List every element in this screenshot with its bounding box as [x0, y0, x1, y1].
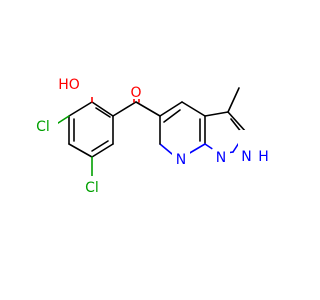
- nh-h: H: [258, 149, 269, 165]
- bond: [227, 87, 240, 113]
- pyridine-nitrogen-label: N: [176, 152, 186, 168]
- label-background: [78, 176, 106, 194]
- bond: [204, 111, 229, 117]
- bond: [227, 111, 247, 133]
- label-background: [238, 130, 274, 148]
- bond: [135, 101, 161, 117]
- bond: [159, 101, 183, 117]
- bond: [181, 101, 206, 117]
- chlorine-bottom-label: Cl: [85, 180, 99, 196]
- pyrazole-nh-label: N H: [241, 149, 268, 165]
- atom-labels: HO O Cl Cl N N N H: [32, 77, 274, 196]
- bond: [163, 109, 181, 123]
- label-background: [125, 81, 143, 99]
- bond: [91, 143, 114, 158]
- nh-n: N: [241, 149, 251, 165]
- carbonyl-oxygen-label: O: [130, 85, 141, 101]
- label-background: [212, 148, 230, 166]
- hydroxyl-label: HO: [58, 77, 80, 93]
- bond: [68, 101, 93, 117]
- bond: [91, 101, 114, 117]
- structure-diagram: HO O Cl Cl N N N H: [32, 77, 274, 196]
- label-background: [32, 118, 58, 136]
- label-background: [81, 79, 103, 97]
- label-background: [172, 150, 190, 168]
- bond: [112, 101, 137, 117]
- bond: [159, 143, 173, 155]
- pyrazole-nitrogen-label: N: [216, 150, 226, 166]
- chlorine-left-label: Cl: [36, 119, 50, 135]
- bond: [91, 140, 109, 152]
- bond: [187, 143, 206, 155]
- bond: [95, 107, 111, 118]
- bond: [68, 143, 93, 158]
